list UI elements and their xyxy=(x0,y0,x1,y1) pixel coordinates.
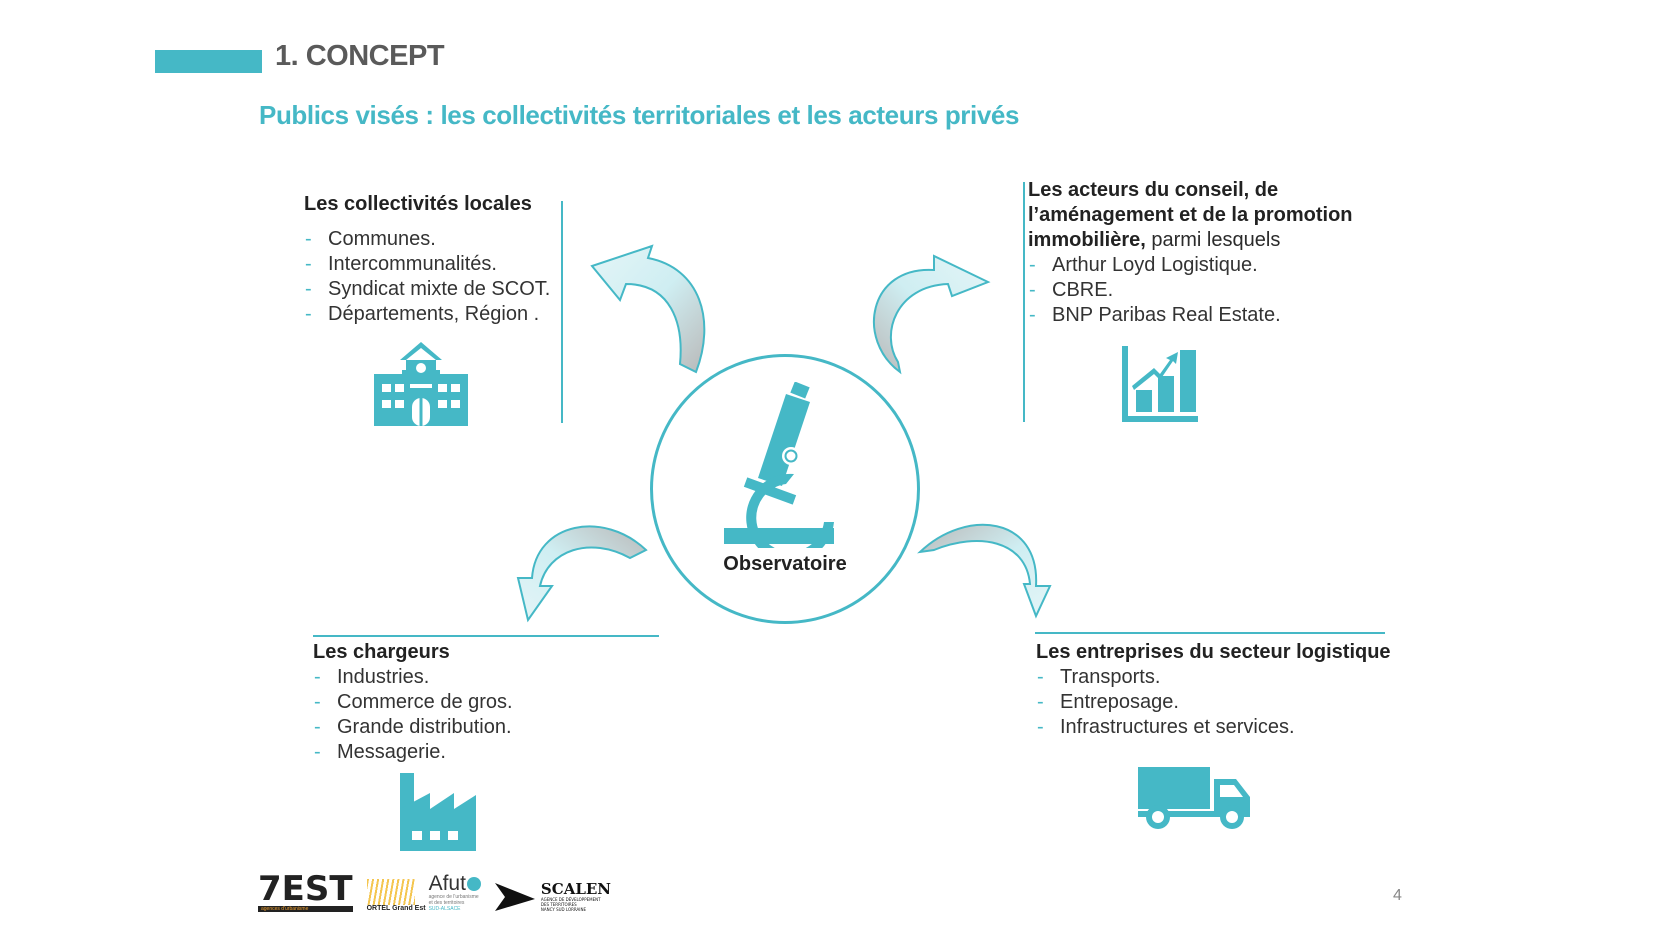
list-item: CBRE. xyxy=(1028,278,1353,303)
list-item: Grande distribution. xyxy=(313,715,513,740)
logo-afut: Afut agence de l'urbanisme et des territ… xyxy=(428,872,481,912)
list-item: Transports. xyxy=(1036,665,1391,690)
block-acteurs: Les acteurs du conseil, de l’aménagement… xyxy=(1028,178,1353,328)
logo-ortel-word: ORTEL Grand Est xyxy=(366,905,426,912)
truck-icon xyxy=(1138,767,1250,829)
scalen-triangle-icon xyxy=(494,883,535,911)
divider-line xyxy=(561,201,563,423)
section-accent-bar xyxy=(155,50,262,73)
observatoire-label: Observatoire xyxy=(723,553,847,575)
block-entreprises: Les entreprises du secteur logistique Tr… xyxy=(1036,640,1391,740)
block-list: Arthur Loyd Logistique. CBRE. BNP Pariba… xyxy=(1028,253,1353,328)
divider-line xyxy=(1023,182,1025,422)
list-item: Intercommunalités. xyxy=(304,252,550,277)
arrow-to-collectivites xyxy=(590,244,706,374)
logo-7est-word: 7EST xyxy=(258,869,353,909)
logo-ortel-mark xyxy=(366,879,415,905)
block-title-normal: parmi lesquels xyxy=(1145,229,1281,251)
block-title-line: immobilière, parmi lesquels xyxy=(1028,228,1353,253)
block-list: Communes. Intercommunalités. Syndicat mi… xyxy=(304,227,550,327)
arrow-to-acteurs xyxy=(873,254,991,375)
block-chargeurs: Les chargeurs Industries. Commerce de gr… xyxy=(313,640,513,765)
logo-afut-word: Afut xyxy=(428,872,466,895)
block-list: Transports. Entreposage. Infrastructures… xyxy=(1036,665,1391,740)
block-collectivites: Les collectivités locales Communes. Inte… xyxy=(304,192,550,327)
list-item: Messagerie. xyxy=(313,740,513,765)
logo-scalen-tagline: DES TERRITOIRES xyxy=(540,902,577,907)
list-item: Arthur Loyd Logistique. xyxy=(1028,253,1353,278)
list-item: Communes. xyxy=(304,227,550,252)
logo-scalen-name: SCALEN xyxy=(540,880,612,898)
logo-scalen-word: SCALEN AGENCE DE DÉVELOPPEMENT DES TERRI… xyxy=(540,880,612,913)
growth-chart-icon xyxy=(1122,346,1198,422)
logo-scalen-tagline: NANCY SUD LORRAINE xyxy=(540,907,586,912)
divider-line xyxy=(313,635,659,637)
logo-afut-tagline: et des territoires xyxy=(428,900,465,906)
school-building-icon xyxy=(374,342,468,426)
logo-scalen-tagline: AGENCE DE DÉVELOPPEMENT xyxy=(540,897,601,902)
block-title: Les entreprises du secteur logistique xyxy=(1036,641,1391,663)
arrow-to-chargeurs xyxy=(516,525,648,623)
logo-7est-tagline: agences d'urbanisme xyxy=(258,906,353,912)
factory-icon xyxy=(400,773,476,851)
observatoire-circle xyxy=(650,354,920,624)
logo-7est: 7EST agences d'urbanisme xyxy=(258,872,353,912)
logo-ortel: ORTEL Grand Est xyxy=(366,879,426,912)
page-subtitle: Publics visés : les collectivités territ… xyxy=(259,100,1020,130)
partner-logos: 7EST agences d'urbanisme ORTEL Grand Est… xyxy=(258,872,611,912)
logo-scalen: SCALEN AGENCE DE DÉVELOPPEMENT DES TERRI… xyxy=(494,880,612,913)
logo-afut-mark xyxy=(466,877,481,891)
block-title-line: l’aménagement et de la promotion xyxy=(1028,204,1353,226)
block-list: Industries. Commerce de gros. Grande dis… xyxy=(313,665,513,765)
divider-line xyxy=(1035,632,1385,634)
list-item: Industries. xyxy=(313,665,513,690)
page-number: 4 xyxy=(1393,887,1402,904)
list-item: Départements, Région . xyxy=(304,302,550,327)
logo-afut-tagline: agence de l'urbanisme xyxy=(428,894,479,900)
block-title: Les chargeurs xyxy=(313,641,450,663)
list-item: Syndicat mixte de SCOT. xyxy=(304,277,550,302)
arrow-to-entreprises xyxy=(917,523,1052,619)
block-title-bold: immobilière, xyxy=(1028,229,1146,251)
logo-afut-tagline: SUD-ALSACE xyxy=(428,906,461,912)
block-title-line: Les acteurs du conseil, de xyxy=(1028,179,1279,201)
list-item: Infrastructures et services. xyxy=(1036,715,1391,740)
microscope-icon xyxy=(724,382,834,548)
section-title: 1. CONCEPT xyxy=(275,40,445,72)
list-item: Commerce de gros. xyxy=(313,690,513,715)
block-title: Les collectivités locales xyxy=(304,193,532,215)
list-item: Entreposage. xyxy=(1036,690,1391,715)
list-item: BNP Paribas Real Estate. xyxy=(1028,303,1353,328)
